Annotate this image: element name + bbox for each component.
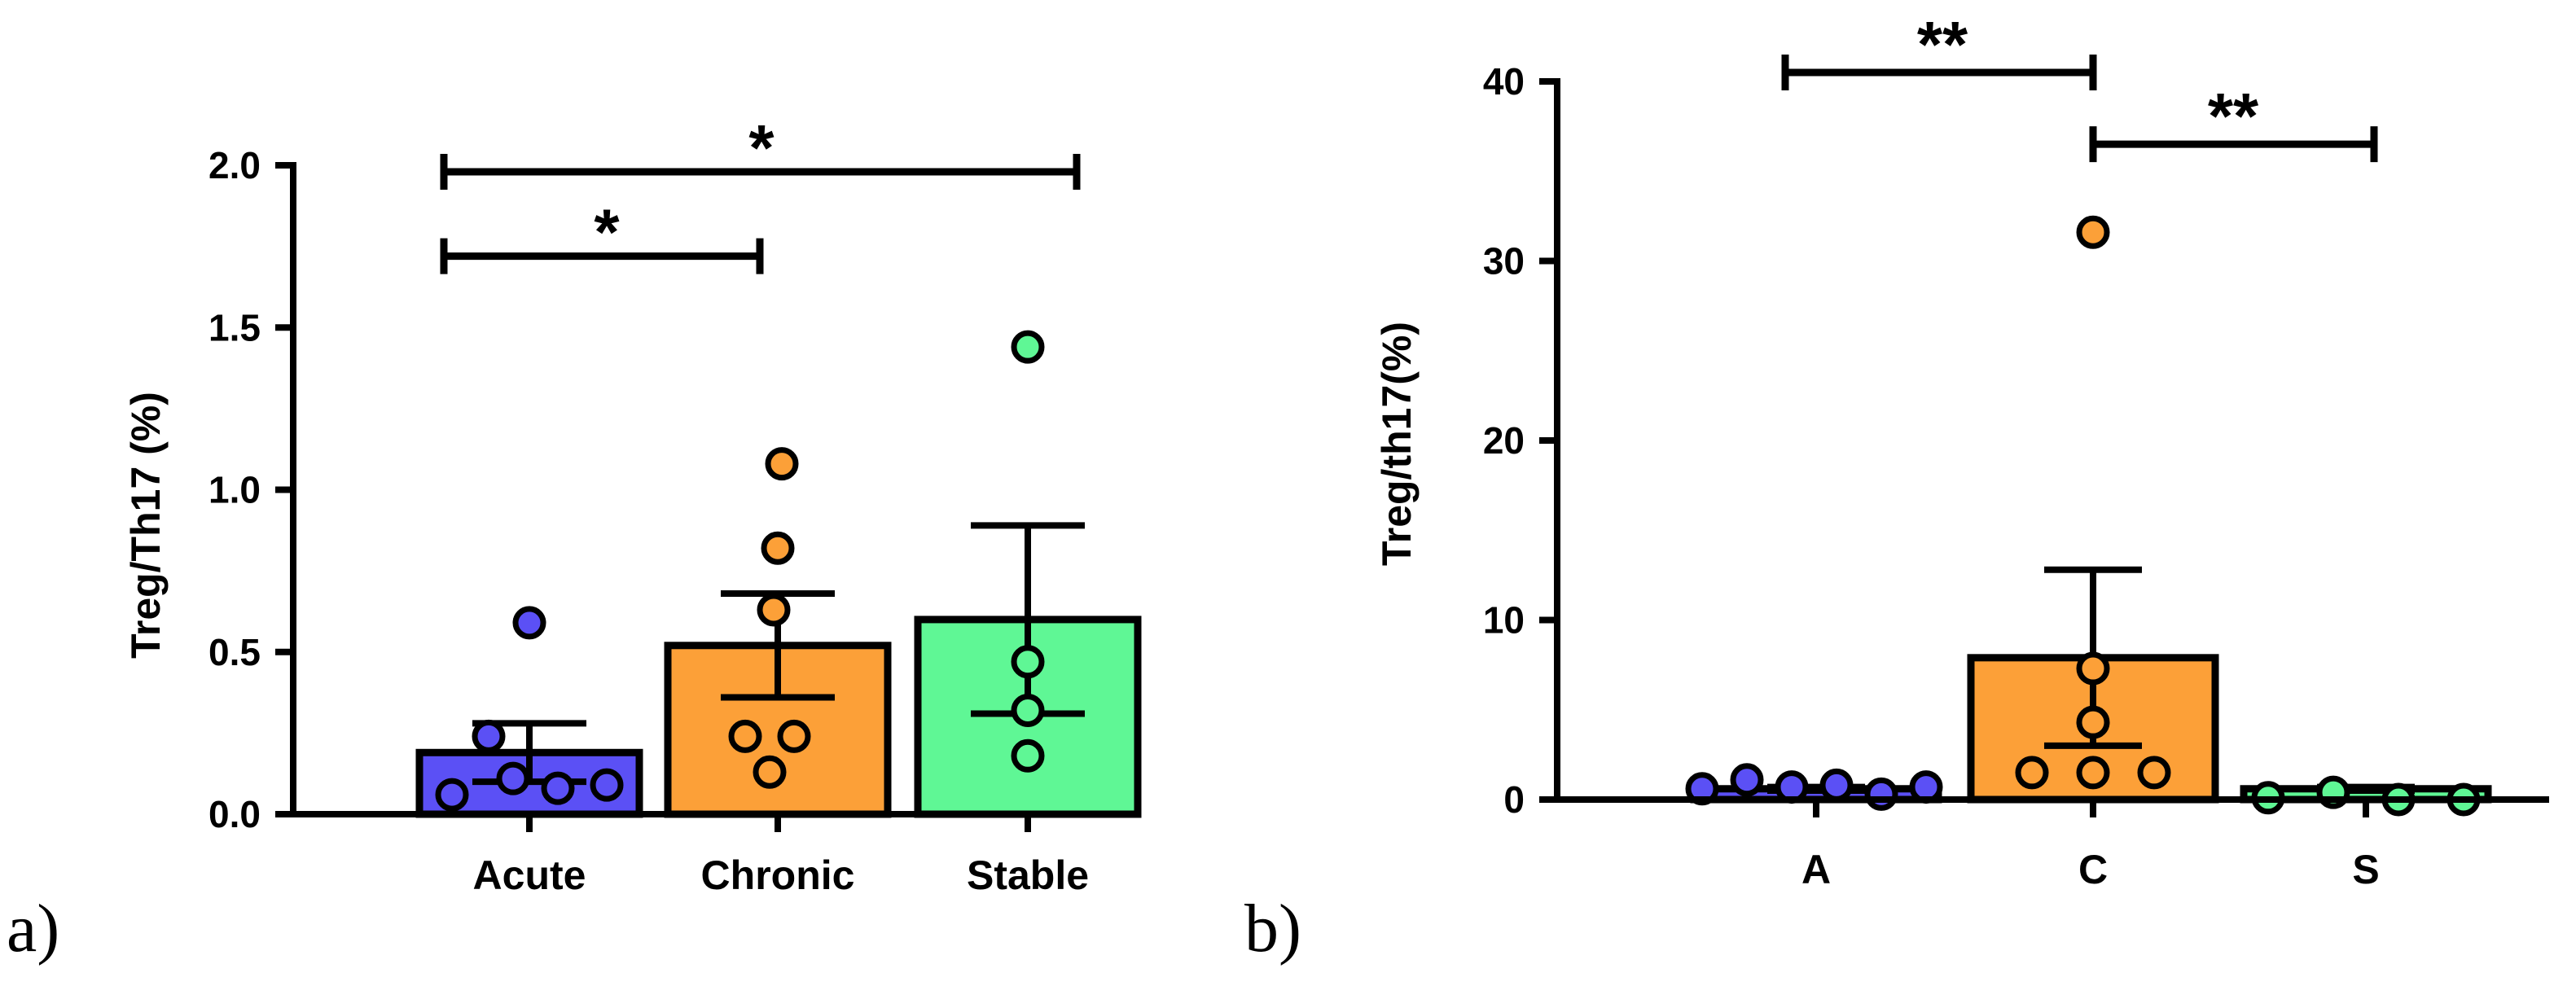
significance-star: * [748,112,775,184]
significance-star: ** [1917,8,1968,81]
data-point [2076,651,2110,686]
data-point [753,755,787,789]
data-point [761,531,795,565]
y-tick-label: 30 [1483,240,1525,283]
data-point [590,768,624,802]
y-tick-label: 1.5 [208,306,261,348]
data-point [2076,215,2110,249]
chart-panel-b: b) Treg/th17(%) 0 10 20 30 40A C S ** ** [1244,8,2549,966]
data-point [765,447,799,481]
significance-star: ** [2208,80,2259,152]
x-tick-label: Chronic [701,852,855,898]
data-point [2076,756,2110,790]
data-point [1011,330,1045,364]
data-point [1730,763,1764,797]
y-tick-label: 0.0 [208,793,261,835]
panel-label-b: b) [1244,891,1301,966]
data-point [777,719,811,753]
panel-label-a: a) [7,891,59,966]
data-point [512,606,546,640]
y-tick-label: 20 [1483,419,1525,462]
data-point [541,771,575,805]
y-tick-label: 1.0 [208,469,261,511]
data-point [496,761,530,795]
y-tick-label: 10 [1483,599,1525,642]
y-tick-label: 0 [1503,778,1525,821]
data-point [1864,777,1898,811]
x-tick-label: A [1801,847,1831,892]
data-point [1011,738,1045,773]
data-point [472,719,506,753]
x-tick-label: C [2078,847,2108,892]
data-point [728,719,762,753]
data-point [2076,705,2110,739]
y-tick-label: 2.0 [208,144,261,186]
y-tick-label: 0.5 [208,631,261,673]
x-tick-label: Acute [473,852,586,898]
y-axis-title-a: Treg/Th17 (%) [123,392,169,659]
data-point [1819,768,1854,802]
data-point [1011,693,1045,727]
data-point [435,778,469,812]
data-point [2015,756,2049,790]
data-point [1011,645,1045,679]
data-point [2137,756,2171,790]
significance-star: * [594,196,620,269]
x-tick-label: S [2352,847,2379,892]
y-axis-title-b: Treg/th17(%) [1374,322,1420,566]
x-tick-label: Stable [967,852,1089,898]
data-point [757,593,791,627]
y-tick-label: 40 [1483,60,1525,103]
